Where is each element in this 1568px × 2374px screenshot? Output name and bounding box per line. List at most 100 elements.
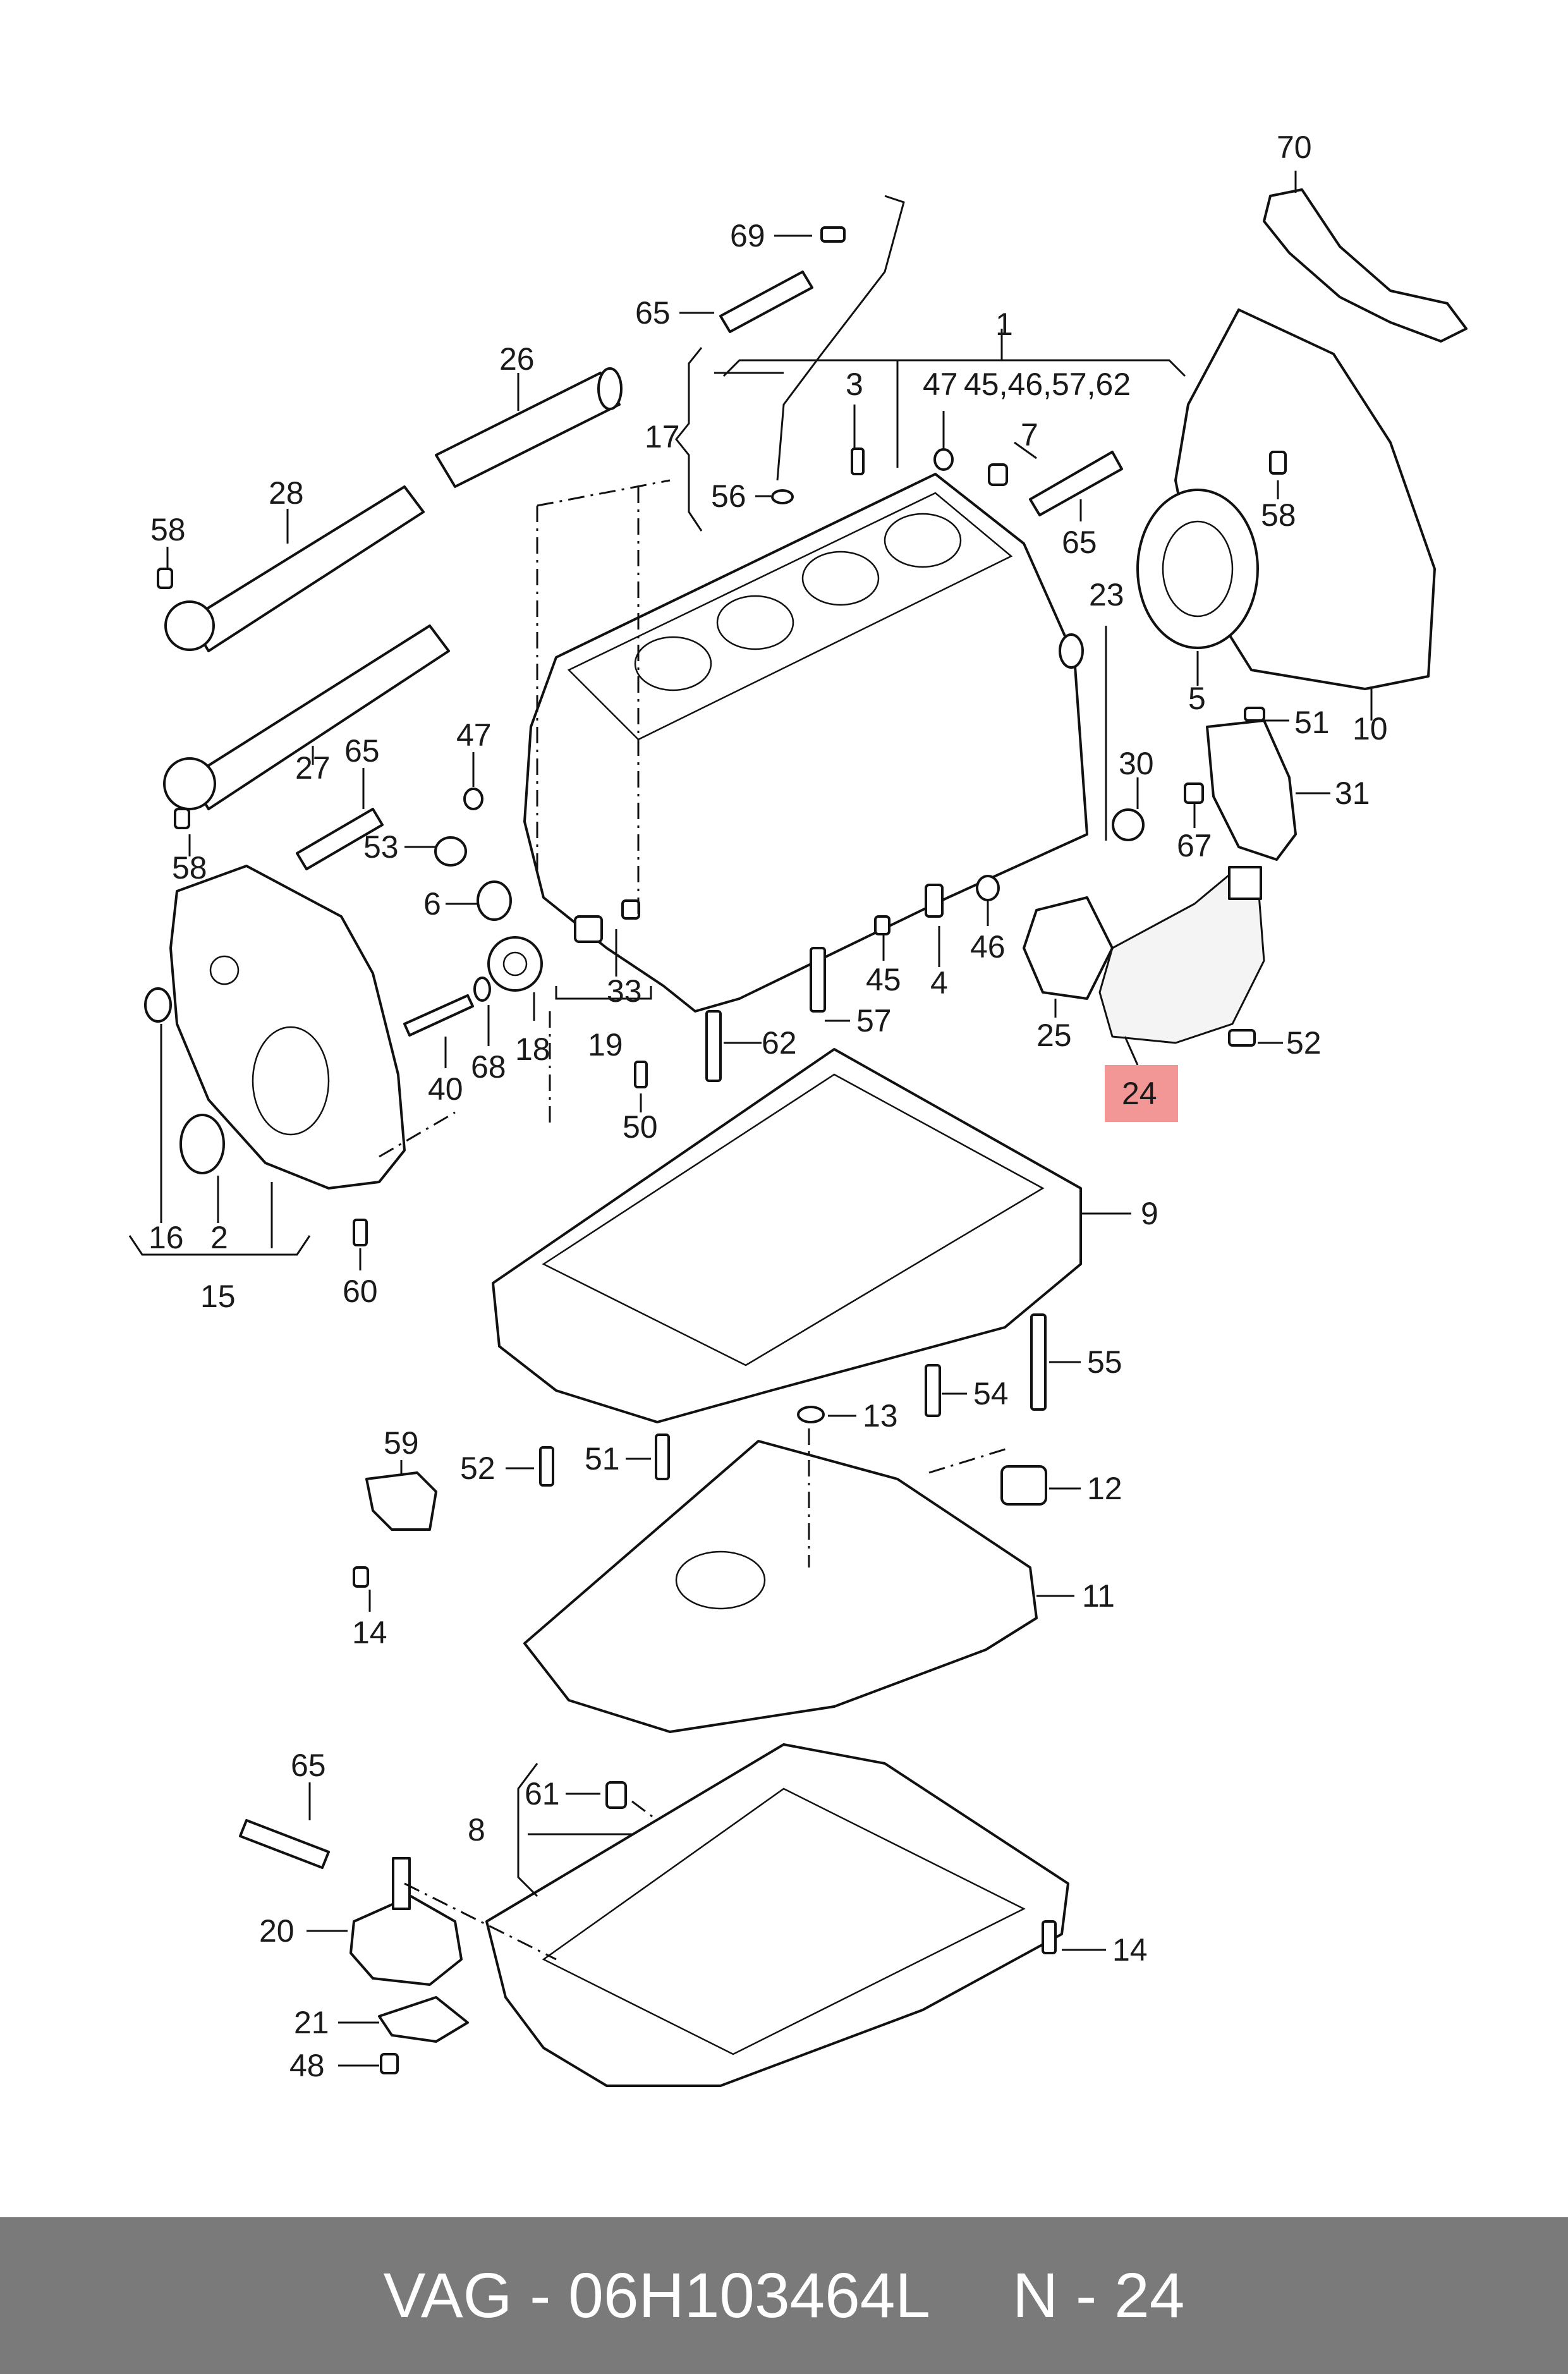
- engine-parts-artwork: [144, 188, 1468, 2087]
- callout-51-left: 51: [585, 1441, 620, 1476]
- seal-53: [434, 836, 467, 867]
- callout-15: 15: [200, 1279, 236, 1314]
- callout-labels: 70 69 1 65 26 3 47 45,46,57,62 17 7 56 2…: [149, 130, 1388, 2083]
- callout-54: 54: [973, 1376, 1009, 1411]
- callout-25: 25: [1036, 1018, 1072, 1053]
- sealant-tube-right: [1029, 451, 1123, 516]
- balance-shaft-tube: [435, 372, 621, 488]
- callout-21: 21: [294, 2005, 329, 2040]
- callout-7: 7: [1021, 417, 1038, 453]
- plug-12: [1000, 1465, 1047, 1506]
- sealant-tube-left: [296, 808, 384, 870]
- callout-58-left-top: 58: [150, 512, 186, 547]
- bracket-21: [378, 1996, 469, 2043]
- cylinder-bore-4: [634, 636, 712, 691]
- callout-65-right: 65: [1062, 525, 1097, 560]
- callout-45-group: 45,46,57,62: [964, 367, 1131, 402]
- lower-oil-pan-8-sump: [542, 1787, 1026, 2055]
- callout-9: 9: [1141, 1196, 1158, 1231]
- callout-6: 6: [423, 886, 441, 922]
- callout-10: 10: [1352, 711, 1388, 746]
- position-number: 24: [1114, 2260, 1185, 2331]
- cylinder-bore-1: [884, 513, 962, 568]
- oil-return-housing-24: [1098, 871, 1265, 1044]
- callout-58-left-lower: 58: [172, 850, 207, 886]
- oil-seal-2: [179, 1114, 225, 1174]
- callout-30: 30: [1119, 746, 1154, 781]
- footer-separator-2: -: [1058, 2260, 1115, 2331]
- seal-6: [477, 880, 512, 921]
- callout-40: 40: [428, 1071, 463, 1107]
- oil-pump-cover: [1206, 719, 1297, 861]
- seal-47-top: [933, 448, 954, 471]
- dipstick-guide-tube: [776, 195, 905, 481]
- oil-level-sensor-20: [349, 1895, 463, 1986]
- callout-8: 8: [468, 1812, 485, 1847]
- callout-45: 45: [866, 962, 901, 997]
- sensor-stem: [392, 1857, 411, 1910]
- callout-52-left: 52: [460, 1451, 495, 1486]
- callout-17: 17: [645, 419, 680, 454]
- callout-18: 18: [515, 1032, 550, 1067]
- seal-46: [976, 875, 1000, 901]
- callout-68: 68: [471, 1049, 506, 1085]
- callout-14-right: 14: [1112, 1932, 1148, 1968]
- callout-4: 4: [930, 965, 948, 1001]
- upper-oil-pan-9: [492, 1048, 1082, 1423]
- footer-separator: -: [512, 2260, 569, 2331]
- housing-24-outlet: [1228, 866, 1262, 900]
- lower-oil-pan-8: [485, 1743, 1069, 2087]
- rear-seal-ring: [1162, 520, 1234, 618]
- callout-14-left: 14: [352, 1615, 387, 1650]
- callout-24: 24: [1122, 1076, 1157, 1111]
- upper-oil-pan-9-rim: [542, 1073, 1045, 1367]
- callout-55: 55: [1087, 1344, 1122, 1380]
- callout-20: 20: [259, 1913, 295, 1949]
- gasket-25: [1023, 896, 1114, 1000]
- callout-31: 31: [1335, 776, 1370, 811]
- brand-label: VAG: [383, 2260, 513, 2331]
- gear-bolt: [403, 994, 474, 1037]
- sensor-59: [365, 1471, 437, 1531]
- callout-28: 28: [269, 475, 304, 511]
- callout-1: 1: [995, 307, 1013, 342]
- callout-11: 11: [1082, 1578, 1115, 1614]
- oil-seal-16: [144, 987, 172, 1023]
- sealant-tube-top: [719, 271, 813, 333]
- ring-13: [797, 1406, 825, 1423]
- sealant-tube-bottom: [239, 1819, 330, 1869]
- callout-60: 60: [343, 1274, 378, 1309]
- callout-67: 67: [1177, 828, 1212, 863]
- seal-47-left: [463, 788, 483, 810]
- cylinder-bore-3: [716, 595, 794, 650]
- rear-seal-flange: [1136, 489, 1259, 649]
- cylinder-block-deck: [567, 492, 1013, 741]
- leader-lines: [128, 171, 1373, 2067]
- baffle-opening: [675, 1550, 766, 1610]
- baffle-plate-11: [523, 1440, 1038, 1733]
- callout-46: 46: [970, 929, 1006, 965]
- bolts: [157, 226, 1287, 2074]
- callout-3: 3: [846, 367, 863, 402]
- cylinder-block: [523, 473, 1088, 1013]
- sprocket-30: [1112, 808, 1145, 841]
- callout-12: 12: [1087, 1471, 1122, 1506]
- callout-5: 5: [1188, 681, 1206, 716]
- callout-65-bottom: 65: [291, 1748, 326, 1783]
- callout-19: 19: [588, 1027, 623, 1062]
- exploded-parts-diagram: 70 69 1 65 26 3 47 45,46,57,62 17 7 56 2…: [128, 130, 1468, 2087]
- washer-68: [473, 977, 491, 1002]
- callout-26: 26: [499, 341, 535, 377]
- balance-shaft-lower-gear: [163, 757, 216, 810]
- callout-62: 62: [762, 1025, 797, 1061]
- callout-52-right: 52: [1286, 1025, 1322, 1061]
- callout-61: 61: [525, 1776, 560, 1811]
- callout-47-left: 47: [456, 717, 492, 753]
- callout-27: 27: [295, 750, 331, 786]
- seal-23: [1059, 633, 1084, 669]
- highlight-box-24: [1105, 1065, 1178, 1122]
- callout-23: 23: [1089, 577, 1124, 612]
- callout-47-top: 47: [923, 367, 958, 402]
- callout-69: 69: [730, 218, 765, 253]
